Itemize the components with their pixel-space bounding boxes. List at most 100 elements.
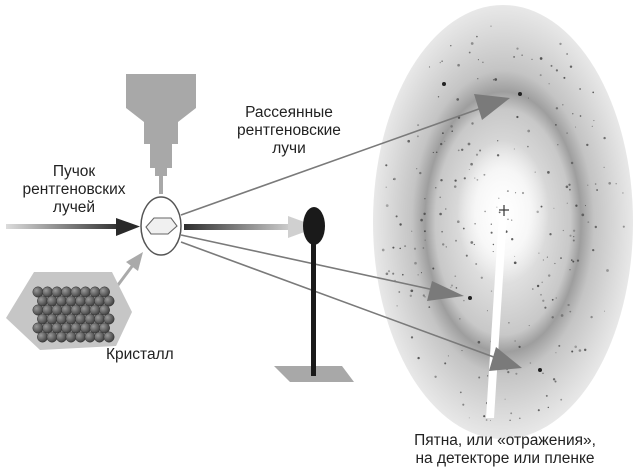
diffraction-spot: [548, 83, 550, 85]
diffraction-spot: [569, 310, 572, 313]
diffraction-spot: [456, 98, 460, 101]
diffraction-spot: [583, 348, 587, 352]
label-spots: Пятна, или «отражения», на детекторе или…: [380, 432, 630, 468]
direct-beam-arrow: [184, 216, 318, 238]
diffraction-spot: [414, 261, 417, 265]
diffraction-spot: [455, 239, 457, 242]
diffraction-spot: [476, 35, 478, 38]
diffraction-spot: [572, 229, 576, 232]
diffraction-spot: [555, 124, 557, 126]
diffraction-spot: [434, 375, 437, 378]
diffraction-spot: [544, 306, 547, 309]
diffraction-spot: [417, 356, 420, 360]
diffraction-spot: [545, 394, 548, 397]
diffraction-spot: [471, 122, 474, 125]
diffraction-spot: [584, 205, 587, 207]
diffraction-spot: [579, 115, 582, 117]
crystal-atom: [99, 322, 110, 334]
diffraction-spot: [420, 218, 423, 222]
diffraction-spot: [581, 213, 585, 217]
diffraction-spot: [478, 376, 481, 379]
diffraction-spot: [468, 51, 471, 54]
diffraction-spot: [507, 370, 510, 374]
diffraction-spot: [534, 171, 536, 173]
diffraction-spot: [578, 349, 582, 352]
label-scattered-rays: Рассеянные рентгеновские лучи: [214, 104, 364, 158]
arrow-head-middle: [427, 281, 464, 301]
diffraction-spot: [532, 288, 534, 290]
diffraction-spot: [579, 88, 581, 90]
diffraction-spot: [622, 192, 624, 194]
diffraction-spot: [492, 79, 495, 81]
crystal-atom: [84, 331, 96, 343]
label-scattered-line-3: лучи: [272, 140, 306, 157]
diffraction-spot: [615, 182, 617, 185]
label-crystal-text: Кристалл: [106, 346, 174, 363]
diffraction-spot: [497, 140, 499, 142]
diffraction-spot: [409, 294, 412, 297]
diffraction-spot: [435, 187, 437, 189]
diffraction-spot: [531, 58, 533, 60]
diffraction-spot: [450, 286, 452, 288]
diffraction-spot: [410, 336, 414, 339]
diffraction-spot: [387, 270, 391, 273]
diffraction-spot: [569, 65, 573, 68]
diffraction-spot: [410, 289, 414, 293]
diffraction-spot: [477, 59, 479, 61]
diffraction-spot: [551, 298, 554, 301]
incoming-beam-arrow: [6, 218, 140, 236]
diffraction-spot: [432, 151, 434, 154]
diffraction-spot: [540, 293, 542, 296]
diffraction-spot: [575, 204, 578, 207]
scattered-arrowheads: [427, 94, 522, 371]
diffraction-spot: [454, 179, 457, 182]
diffraction-spot: [496, 154, 500, 157]
diffraction-spot: [381, 248, 385, 252]
label-xray-beam-line-1: Пучок: [52, 163, 96, 180]
diffraction-spot: [416, 135, 419, 138]
diffraction-spot: [440, 142, 443, 146]
diffraction-spot: [553, 207, 555, 209]
diffraction-spot: [566, 53, 568, 55]
diffraction-spot: [572, 260, 575, 263]
diffraction-spot: [475, 153, 479, 156]
diffraction-spot: [399, 247, 401, 250]
diffraction-spot: [506, 190, 509, 193]
diffraction-spot: [555, 69, 559, 72]
diffraction-spot: [587, 221, 590, 224]
diffraction-spot: [528, 325, 530, 327]
diffraction-spot: [536, 210, 539, 214]
diffraction-spot: [450, 45, 452, 47]
crystal-atom: [65, 331, 77, 343]
diffraction-spot: [428, 66, 431, 68]
diffraction-spot: [445, 208, 447, 210]
diffraction-spot: [432, 267, 435, 270]
diffraction-spot: [462, 403, 465, 406]
diffraction-spot: [470, 241, 474, 244]
crystal-atom: [75, 331, 86, 343]
diffraction-spot: [451, 130, 453, 132]
diffraction-spot: [514, 255, 516, 257]
crystal-atom: [37, 331, 48, 343]
diffraction-spot: [554, 262, 556, 265]
diffraction-spot: [542, 259, 545, 261]
diffraction-spot: [486, 310, 488, 312]
diffraction-spot: [424, 239, 426, 241]
label-xray-beam: Пучок рентгеновских лучей: [4, 163, 144, 217]
diffraction-spot: [474, 222, 476, 225]
label-xray-beam-line-2: рентгеновских: [22, 181, 126, 198]
diffraction-spot: [513, 148, 516, 150]
diffraction-spot: [419, 171, 422, 175]
diffraction-spot: [392, 246, 395, 249]
diffraction-spot: [407, 139, 411, 143]
diffraction-spot-strong: [442, 82, 446, 86]
crystal-atom: [56, 331, 67, 343]
label-scattered-line-1: Рассеянные: [245, 104, 333, 121]
diffraction-spot: [552, 378, 556, 381]
diffraction-spot: [593, 120, 595, 122]
diffraction-spot: [558, 344, 561, 347]
diffraction-spot: [462, 227, 465, 230]
diffraction-spot: [457, 149, 460, 152]
detector-icon: [373, 5, 633, 439]
